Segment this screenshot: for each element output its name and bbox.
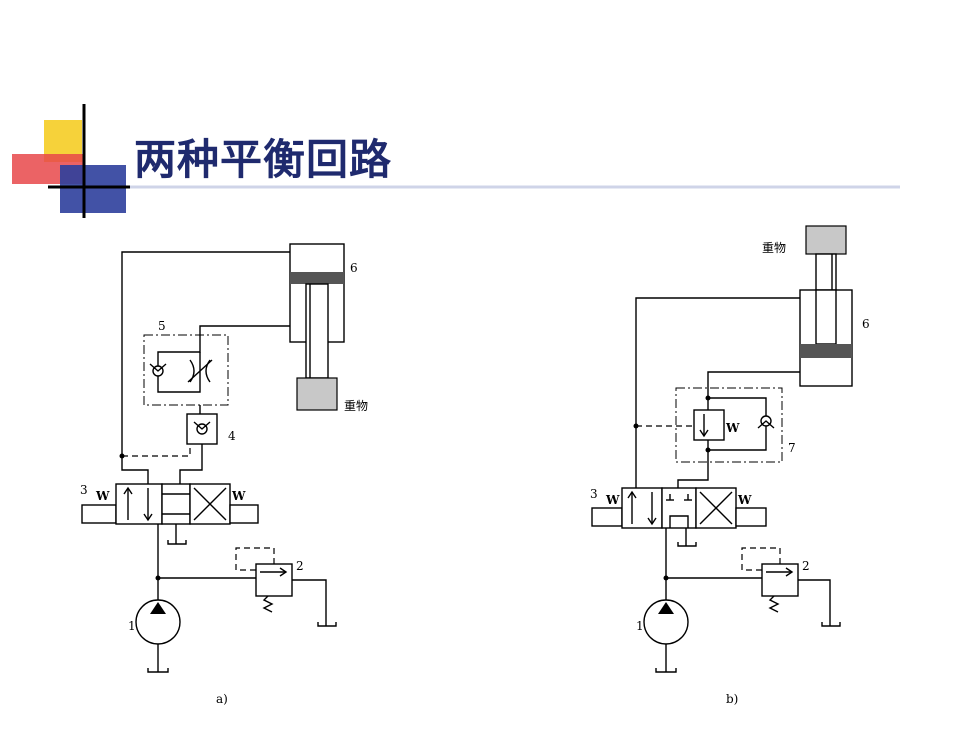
pump-a [135, 599, 181, 673]
directional-valve-a: W W [81, 483, 259, 525]
label-relief-a: 2 [296, 559, 304, 573]
label-pump-b: 1 [636, 619, 644, 633]
weight-b [805, 225, 847, 255]
cylinder-b [799, 253, 853, 387]
label-cylinder-a: 6 [350, 261, 358, 275]
diagram-a: 6 重物 5 4 [80, 243, 368, 706]
relief-valve-b [741, 547, 841, 627]
diagram-b: 重物 6 W [590, 225, 870, 706]
label-throttle-a: 5 [158, 319, 166, 333]
label-balance-b: 7 [788, 441, 796, 455]
title-decoration [12, 104, 900, 218]
deco-blue-square [60, 165, 126, 213]
weight-a [296, 377, 338, 411]
caption-a: a) [216, 692, 228, 706]
check-valve-a [186, 413, 218, 445]
weight-label-b: 重物 [762, 241, 786, 255]
svg-text:W: W [95, 489, 110, 503]
svg-text:W: W [737, 493, 752, 507]
label-dirvalve-b: 3 [590, 487, 598, 501]
label-cylinder-b: 6 [862, 317, 870, 331]
label-relief-b: 2 [802, 559, 810, 573]
weight-label-a: 重物 [344, 399, 368, 413]
page-title: 两种平衡回路 [134, 135, 393, 184]
balance-valve-b: W [633, 384, 783, 488]
label-dirvalve-a: 3 [80, 483, 88, 497]
throttle-check-valve-a [143, 334, 229, 406]
cylinder-a [289, 243, 345, 411]
label-pump-a: 1 [128, 619, 136, 633]
directional-valve-b: W W [591, 487, 767, 529]
relief-valve-a [235, 547, 337, 627]
caption-b: b) [726, 692, 738, 706]
svg-text:W: W [231, 489, 246, 503]
svg-text:W: W [725, 421, 740, 435]
pump-b [643, 599, 689, 673]
svg-text:W: W [605, 493, 620, 507]
label-check-a: 4 [228, 429, 236, 443]
